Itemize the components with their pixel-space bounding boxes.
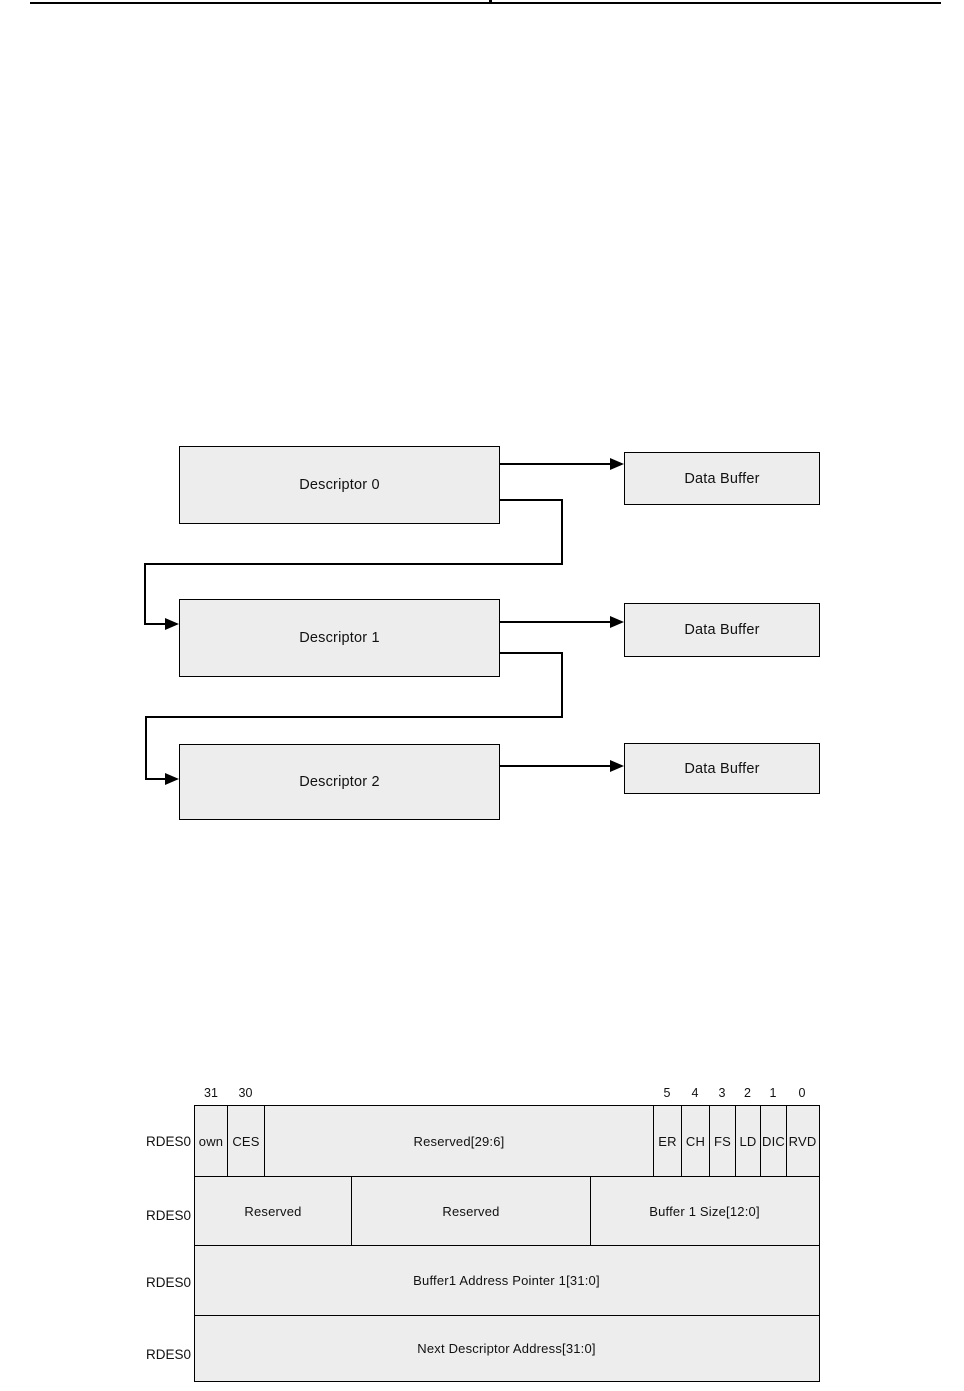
- register-row-label: RDES0: [146, 1134, 192, 1149]
- bitfield-reserved-29-6-cell: Reserved[29:6]: [264, 1106, 653, 1176]
- register-row-label: RDES0: [146, 1208, 192, 1223]
- bit-number-label: 1: [769, 1086, 777, 1100]
- register-row-rdes0-word1: Reserved Reserved Buffer 1 Size[12:0]: [195, 1176, 819, 1245]
- bitfield-fs-cell: FS: [709, 1106, 735, 1176]
- bit-number-label: 4: [691, 1086, 699, 1100]
- descriptor-1-label: Descriptor 1: [299, 630, 380, 646]
- data-buffer-2-box: Data Buffer: [624, 743, 820, 794]
- bitfield-ces-label: CES: [232, 1133, 260, 1149]
- bitfield-er-label: ER: [658, 1133, 677, 1149]
- bitfield-rvd-label: RVD: [788, 1133, 817, 1149]
- register-row-label: RDES0: [146, 1275, 192, 1290]
- bitfield-own-cell: own: [195, 1106, 227, 1176]
- bit-number-label: 3: [718, 1086, 726, 1100]
- register-row-rdes0-word3: Next Descriptor Address[31:0]: [195, 1315, 819, 1381]
- top-rule: [30, 2, 941, 4]
- data-buffer-1-box: Data Buffer: [624, 603, 820, 657]
- bitfield-ld-cell: LD: [735, 1106, 760, 1176]
- bitfield-rvd-cell: RVD: [786, 1106, 818, 1176]
- arrowhead-buffer1-icon: [610, 616, 624, 628]
- bitfield-own-label: own: [198, 1133, 224, 1149]
- bit-number-label: [264, 1084, 653, 1102]
- descriptor-1-box: Descriptor 1: [179, 599, 500, 677]
- bitfield-reserved-29-6-label: Reserved[29:6]: [413, 1133, 505, 1149]
- bit-number-label: 0: [798, 1086, 806, 1100]
- chain-descriptor1-to-descriptor2: [145, 652, 563, 780]
- descriptor-0-box: Descriptor 0: [179, 446, 500, 524]
- bitfield-reserved-b-label: Reserved: [442, 1203, 500, 1219]
- bitfield-ces-cell: CES: [227, 1106, 264, 1176]
- descriptor-0-label: Descriptor 0: [299, 477, 380, 493]
- arrowhead-descriptor1-icon: [165, 618, 179, 630]
- arrowhead-descriptor2-icon: [165, 773, 179, 785]
- register-row-rdes0-word2: Buffer1 Address Pointer 1[31:0]: [195, 1245, 819, 1315]
- register-bitfield-table: own CES Reserved[29:6] ER CH FS LD DIC R…: [194, 1105, 820, 1382]
- bitfield-reserved-a-cell: Reserved: [195, 1177, 351, 1245]
- top-tick: [489, 0, 492, 3]
- bitfield-next-descriptor-address-label: Next Descriptor Address[31:0]: [417, 1341, 596, 1356]
- bit-number-label: 30: [238, 1086, 253, 1100]
- register-row-label: RDES0: [146, 1347, 192, 1362]
- bitfield-buffer1-size-cell: Buffer 1 Size[12:0]: [590, 1177, 818, 1245]
- arrowhead-buffer0-icon: [610, 458, 624, 470]
- bitfield-buffer1-address-cell: Buffer1 Address Pointer 1[31:0]: [195, 1246, 818, 1315]
- data-buffer-0-label: Data Buffer: [684, 470, 760, 487]
- bitfield-buffer1-size-label: Buffer 1 Size[12:0]: [649, 1203, 760, 1219]
- bitfield-reserved-b-cell: Reserved: [351, 1177, 590, 1245]
- bitfield-ld-label: LD: [739, 1133, 757, 1149]
- bitfield-ch-cell: CH: [681, 1106, 709, 1176]
- register-row-rdes0-word0: own CES Reserved[29:6] ER CH FS LD DIC R…: [195, 1106, 819, 1176]
- bitfield-next-descriptor-address-cell: Next Descriptor Address[31:0]: [195, 1316, 818, 1381]
- data-buffer-1-label: Data Buffer: [684, 622, 760, 638]
- descriptor-2-label: Descriptor 2: [299, 774, 380, 790]
- descriptor-2-box: Descriptor 2: [179, 744, 500, 820]
- bitfield-er-cell: ER: [653, 1106, 681, 1176]
- arrowhead-buffer2-icon: [610, 760, 624, 772]
- bitfield-buffer1-address-label: Buffer1 Address Pointer 1[31:0]: [413, 1273, 600, 1288]
- data-buffer-0-box: Data Buffer: [624, 452, 820, 505]
- chain-descriptor0-to-descriptor1: [144, 499, 563, 625]
- bit-number-label: 31: [204, 1086, 218, 1100]
- bitfield-ch-label: CH: [685, 1133, 706, 1149]
- bit-number-label: 5: [663, 1086, 671, 1100]
- data-buffer-2-label: Data Buffer: [684, 760, 760, 777]
- bitfield-dic-label: DIC: [762, 1133, 785, 1149]
- bitfield-dic-cell: DIC: [760, 1106, 786, 1176]
- bit-numbers-row: 31 30 5 4 3 2 1 0: [195, 1084, 818, 1102]
- bitfield-fs-label: FS: [713, 1133, 731, 1149]
- bit-number-label: 2: [744, 1086, 751, 1100]
- bitfield-reserved-a-label: Reserved: [244, 1203, 302, 1219]
